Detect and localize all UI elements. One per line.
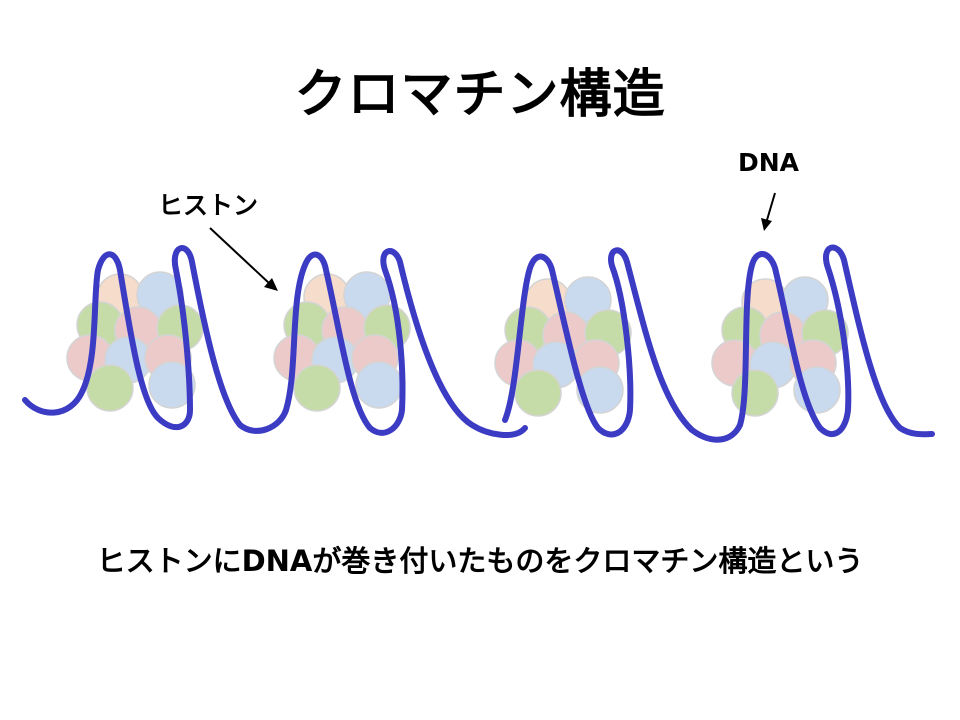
histone-ball — [148, 361, 196, 409]
histone-ball — [293, 364, 341, 412]
dna-arrow-head — [761, 218, 772, 231]
histone-ball — [355, 361, 403, 409]
dna-label: DNA — [738, 148, 800, 177]
histone-label: ヒストン — [158, 191, 259, 220]
histone-octamer-1 — [66, 271, 204, 412]
histone-ball — [514, 369, 562, 417]
histone-ball — [731, 369, 779, 417]
histone-octamer-2 — [273, 271, 411, 412]
dna-arrow — [766, 192, 776, 221]
histone-ball — [86, 364, 134, 412]
histone-arrow — [209, 227, 271, 285]
caption-text: ヒストンにDNAが巻き付いたものをクロマチン構造という — [96, 544, 864, 578]
page-title: クロマチン構造 — [294, 65, 666, 125]
dna-strand — [22, 244, 935, 443]
histone-arrow-head — [264, 278, 278, 291]
